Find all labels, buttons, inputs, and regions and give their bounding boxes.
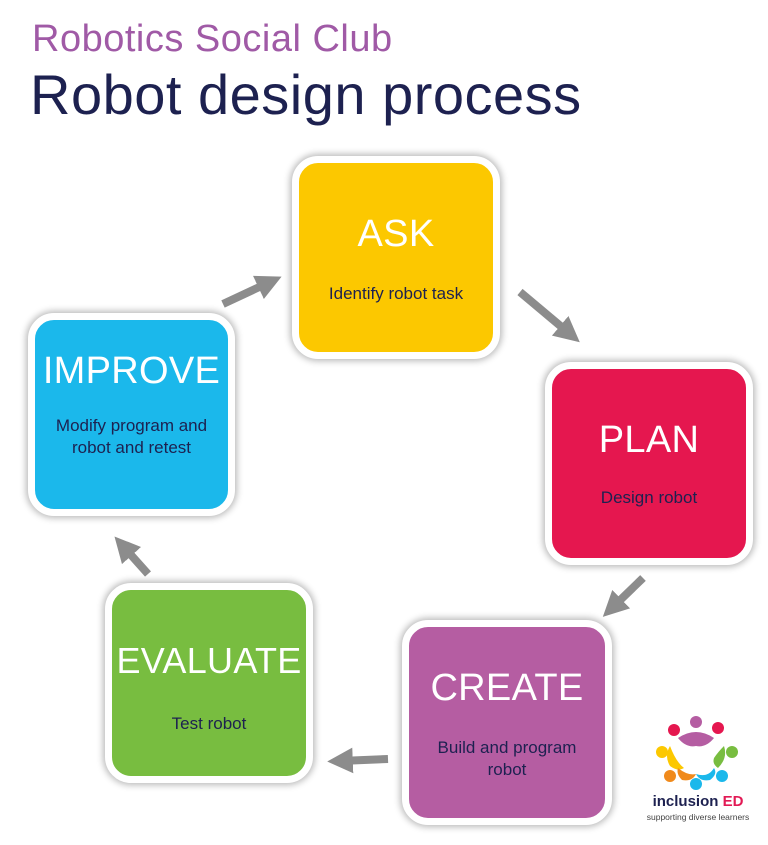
step-description: Design robot — [600, 488, 698, 507]
step-card-create: CREATE Build and program robot — [402, 620, 612, 825]
step-card-ask: ASK Identify robot task — [292, 156, 500, 359]
step-title: PLAN — [598, 419, 700, 461]
step-description: Modify program and robot and retest — [55, 416, 208, 457]
page-title: Robot design process — [30, 63, 582, 126]
logo-name: inclusion — [652, 793, 719, 810]
step-card-evaluate: EVALUATE Test robot — [105, 583, 313, 783]
step-description: Build and program robot — [437, 738, 577, 779]
logo-wordmark: inclusion ED — [628, 793, 768, 810]
step-title: CREATE — [430, 667, 584, 709]
arrow-improve-to-ask — [221, 275, 282, 308]
inclusion-ed-logo-icon — [656, 716, 738, 790]
arrow-plan-to-create — [602, 575, 646, 617]
arrow-evaluate-to-improve — [114, 536, 151, 577]
arrow-create-to-evaluate — [327, 747, 389, 774]
step-description: Test robot — [171, 714, 247, 733]
step-title: EVALUATE — [116, 640, 302, 681]
step-card-improve: IMPROVE Modify program and robot and ret… — [28, 313, 235, 516]
step-card-plan: PLAN Design robot — [545, 362, 753, 565]
logo-tagline: supporting diverse learners — [646, 812, 750, 822]
step-title: IMPROVE — [42, 350, 221, 392]
logo-name-accent: ED — [722, 793, 744, 810]
step-description: Identify robot task — [328, 284, 464, 303]
step-title: ASK — [357, 213, 435, 255]
header-subtitle: Robotics Social Club — [32, 18, 393, 60]
arrow-ask-to-plan — [517, 288, 580, 343]
